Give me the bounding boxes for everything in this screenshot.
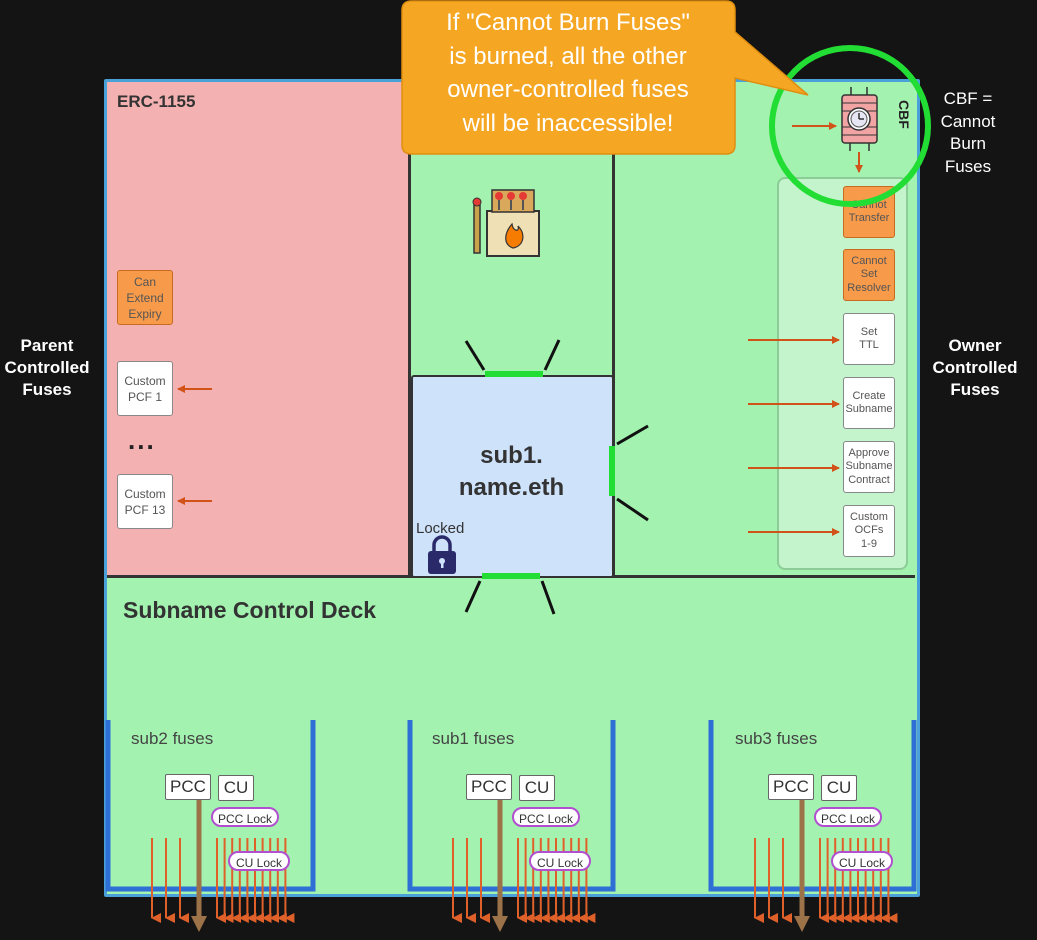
erc-1155-title: ERC-1155	[117, 92, 196, 111]
fuse-approve-subname-contract: Approve Subname Contract	[843, 441, 895, 493]
fuse-can-extend-expiry: Can Extend Expiry	[117, 270, 173, 325]
callout-bubble	[401, 0, 809, 155]
sub3-cu-box: CU	[821, 775, 857, 801]
sub1-fuses-label: sub1 fuses	[432, 729, 515, 748]
pcc-main-arrowhead	[191, 916, 207, 932]
center-highlights	[464, 339, 649, 615]
fuse-custom-pcf-1: Custom PCF 1	[117, 361, 173, 416]
ocf-arrows	[748, 336, 840, 536]
sub2-cu-lock: CU Lock	[228, 851, 290, 871]
sub3-fuses-label: sub3 fuses	[735, 729, 818, 748]
sub2-pcc-box: PCC	[165, 774, 211, 800]
ellipsis: ...	[128, 425, 156, 455]
padlock-icon	[428, 535, 456, 574]
cbf-label: CBF	[896, 100, 912, 129]
fuse-create-subname: Create Subname	[843, 377, 895, 429]
time-bomb-icon	[841, 87, 878, 151]
sub2-fuses-label: sub2 fuses	[131, 729, 214, 748]
subname-name: sub1. name.eth	[458, 442, 565, 501]
vertical-divider-right	[612, 148, 615, 578]
sub2-pcc-lock: PCC Lock	[211, 807, 279, 827]
subname-box	[411, 375, 614, 578]
cbf-highlight-circle	[769, 45, 931, 207]
fuse-custom-pcf-13: Custom PCF 13	[117, 474, 173, 529]
owner-fuses-panel	[777, 177, 908, 570]
vertical-divider-left	[408, 148, 411, 578]
fuse-custom-ocfs: Custom OCFs 1-9	[843, 505, 895, 557]
sub1-pcc-lock: PCC Lock	[512, 807, 580, 827]
sub3-cu-lock: CU Lock	[831, 851, 893, 871]
sub1-pcc-box: PCC	[466, 774, 512, 800]
sub1-cu-lock: CU Lock	[529, 851, 591, 871]
fuse-cannot-set-resolver: Cannot Set Resolver	[843, 249, 895, 301]
cbf-definition-label: CBF = Cannot Burn Fuses	[940, 89, 996, 176]
control-deck-title: Subname Control Deck	[123, 597, 377, 623]
sub3-pcc-box: PCC	[768, 774, 814, 800]
owner-controlled-fuses-label: Owner Controlled Fuses	[932, 336, 1018, 399]
callout-text: If "Cannot Burn Fuses" is burned, all th…	[446, 9, 690, 137]
deck-fuse-brackets	[105, 720, 917, 892]
pcf-arrows	[177, 385, 212, 505]
locked-label: Locked	[416, 520, 465, 537]
pcc-main-arrowhead	[492, 916, 508, 932]
parent-controlled-fuses-label: Parent Controlled Fuses	[4, 336, 90, 399]
sub3-pcc-lock: PCC Lock	[814, 807, 882, 827]
matchbox-icon	[472, 189, 540, 257]
fuse-set-ttl: Set TTL	[843, 313, 895, 365]
pcc-main-arrowhead	[794, 916, 810, 932]
sub2-cu-box: CU	[218, 775, 254, 801]
sub1-cu-box: CU	[519, 775, 555, 801]
